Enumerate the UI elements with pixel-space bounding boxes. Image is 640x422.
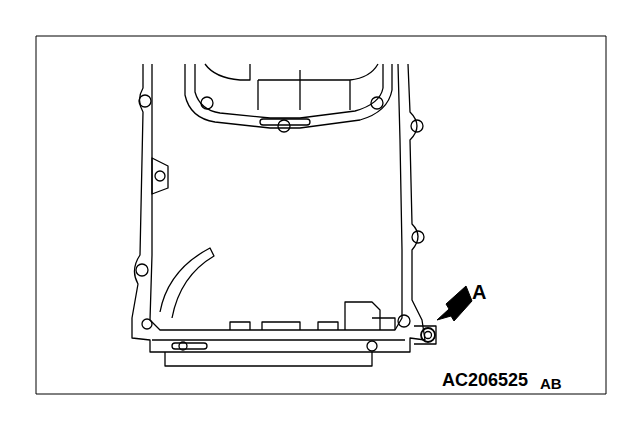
- sump-outline: [185, 64, 392, 128]
- sump-inner: [195, 64, 383, 118]
- pan-flange-outline: [132, 64, 425, 352]
- bolt-hole: [142, 319, 152, 329]
- bolt-hole: [412, 231, 424, 243]
- figure-code: AC206525: [442, 371, 528, 389]
- callout-arrow: [437, 286, 472, 321]
- bolt-hole: [201, 97, 213, 109]
- lower-strip: [165, 352, 372, 366]
- bolt-hole: [278, 120, 290, 132]
- flange-bar: [152, 339, 405, 340]
- boss: [152, 158, 168, 194]
- drain-plug: [421, 328, 435, 342]
- callout-letter: A: [472, 282, 486, 302]
- bolt-head: [230, 322, 338, 330]
- bolt-hole: [367, 341, 377, 351]
- bracket: [262, 322, 300, 330]
- figure-frame: [36, 36, 606, 394]
- bolt-hole: [411, 120, 423, 132]
- sump-top: [205, 64, 378, 110]
- bolt-hole: [139, 95, 151, 107]
- drain-plug: [425, 332, 432, 339]
- bolt-hole: [398, 315, 410, 327]
- boss-hole: [155, 171, 165, 181]
- rib: [160, 248, 214, 318]
- bolt-hole: [136, 264, 148, 276]
- slot: [172, 343, 207, 349]
- bolt-hole: [371, 97, 383, 109]
- bracket: [345, 302, 395, 330]
- pan-flange-inner: [150, 64, 402, 330]
- figure-suffix: AB: [540, 376, 562, 391]
- plug-boss: [414, 326, 436, 344]
- bolt-hole: [179, 342, 187, 350]
